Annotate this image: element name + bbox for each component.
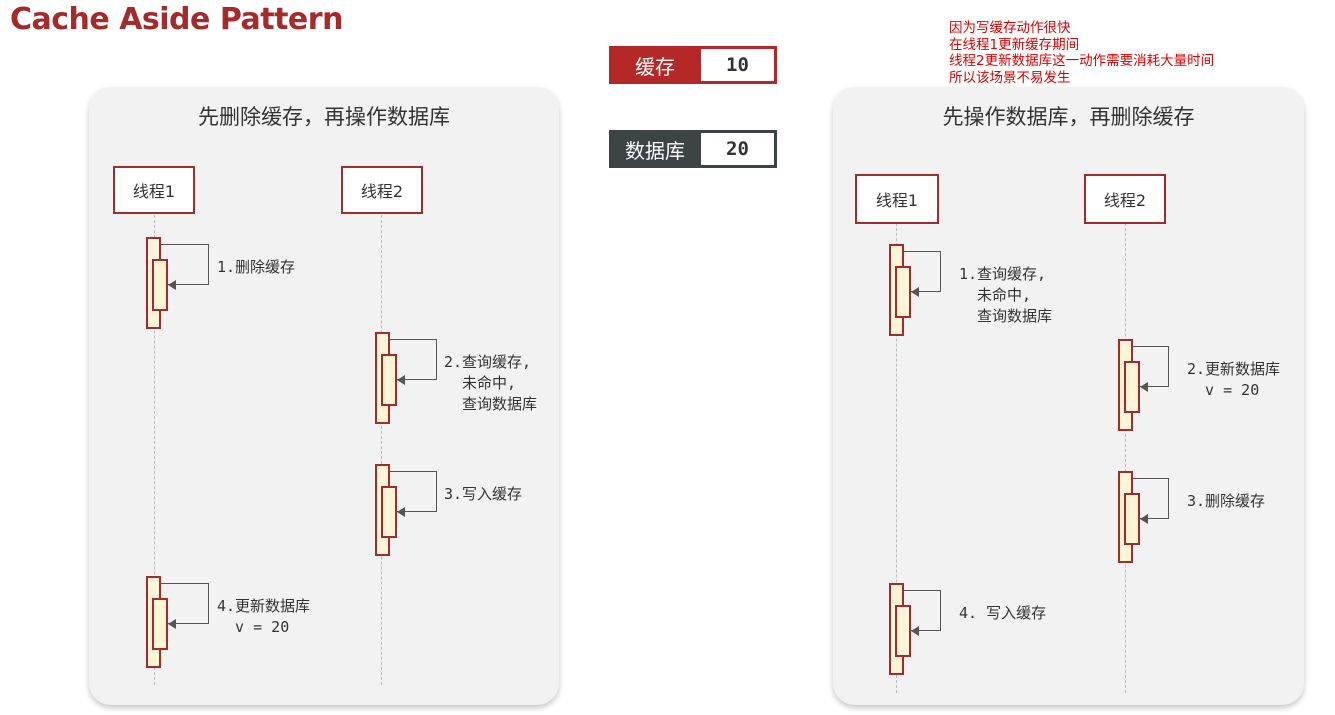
self-call-arrow	[390, 339, 437, 380]
activation-bar	[1124, 361, 1140, 413]
arrowhead-icon	[168, 280, 176, 290]
database-label: 数据库	[609, 130, 701, 168]
step-label: 2.查询缓存, 未命中, 查询数据库	[444, 353, 538, 413]
thread2-lifeline	[381, 215, 382, 685]
cache-legend: 缓存 10	[609, 46, 777, 84]
step-label: 1.删除缓存	[217, 258, 296, 276]
activation-bar	[152, 598, 168, 650]
thread2-actor: 线程2	[1084, 174, 1166, 224]
arrowhead-icon	[397, 507, 405, 517]
arrowhead-icon	[911, 287, 919, 297]
self-call-arrow	[1133, 478, 1169, 519]
arrowhead-icon	[911, 626, 919, 636]
panel-title: 先删除缓存，再操作数据库	[198, 105, 450, 129]
thread1-actor: 线程1	[113, 166, 195, 214]
step-label: 3.写入缓存	[444, 485, 523, 503]
note-line: 在线程1更新缓存期间	[949, 36, 1080, 53]
note-line: 线程2更新数据库这一动作需要消耗大量时间	[949, 53, 1215, 69]
database-value: 20	[701, 133, 774, 165]
left-sequence-panel: 先删除缓存，再操作数据库 线程1 线程2 1.删除缓存 2.查询缓存, 未命中,…	[89, 87, 559, 705]
right-sequence-panel: 先操作数据库，再删除缓存 线程1 线程2 1.查询缓存, 未命中, 查询数据库 …	[833, 87, 1304, 705]
arrowhead-icon	[1140, 382, 1148, 392]
self-call-arrow	[161, 583, 209, 624]
self-call-arrow	[161, 244, 209, 285]
activation-bar	[1124, 493, 1140, 545]
cache-value: 10	[701, 49, 774, 81]
thread1-lifeline	[896, 223, 897, 693]
activation-bar	[152, 259, 168, 311]
cache-label: 缓存	[609, 46, 701, 84]
arrowhead-icon	[168, 619, 176, 629]
self-call-arrow	[904, 590, 941, 631]
thread2-actor: 线程2	[341, 166, 423, 214]
annotation-note: 因为写缓存动作很快 在线程1更新缓存期间 线程2更新数据库这一动作需要消耗大量时…	[949, 20, 1214, 86]
arrowhead-icon	[397, 375, 405, 385]
thread2-lifeline	[1125, 223, 1126, 693]
self-call-arrow	[1133, 346, 1169, 387]
activation-bar	[381, 354, 397, 406]
step-label: 4. 写入缓存	[959, 604, 1047, 622]
arrowhead-icon	[1140, 514, 1148, 524]
database-legend: 数据库 20	[609, 130, 777, 168]
thread1-lifeline	[154, 215, 155, 685]
page-title: Cache Aside Pattern	[10, 2, 343, 37]
thread1-actor: 线程1	[855, 174, 939, 224]
step-label: 2.更新数据库 v = 20	[1187, 360, 1281, 399]
note-line: 因为写缓存动作很快	[949, 20, 1071, 36]
activation-bar	[895, 266, 911, 318]
step-label: 1.查询缓存, 未命中, 查询数据库	[959, 265, 1053, 325]
note-line: 所以该场景不易发生	[949, 69, 1071, 86]
panel-title: 先操作数据库，再删除缓存	[942, 105, 1195, 129]
activation-bar	[895, 605, 911, 657]
self-call-arrow	[904, 251, 941, 292]
activation-bar	[381, 486, 397, 538]
step-label: 4.更新数据库 v = 20	[217, 597, 311, 636]
step-label: 3.删除缓存	[1187, 492, 1266, 510]
self-call-arrow	[390, 471, 437, 512]
